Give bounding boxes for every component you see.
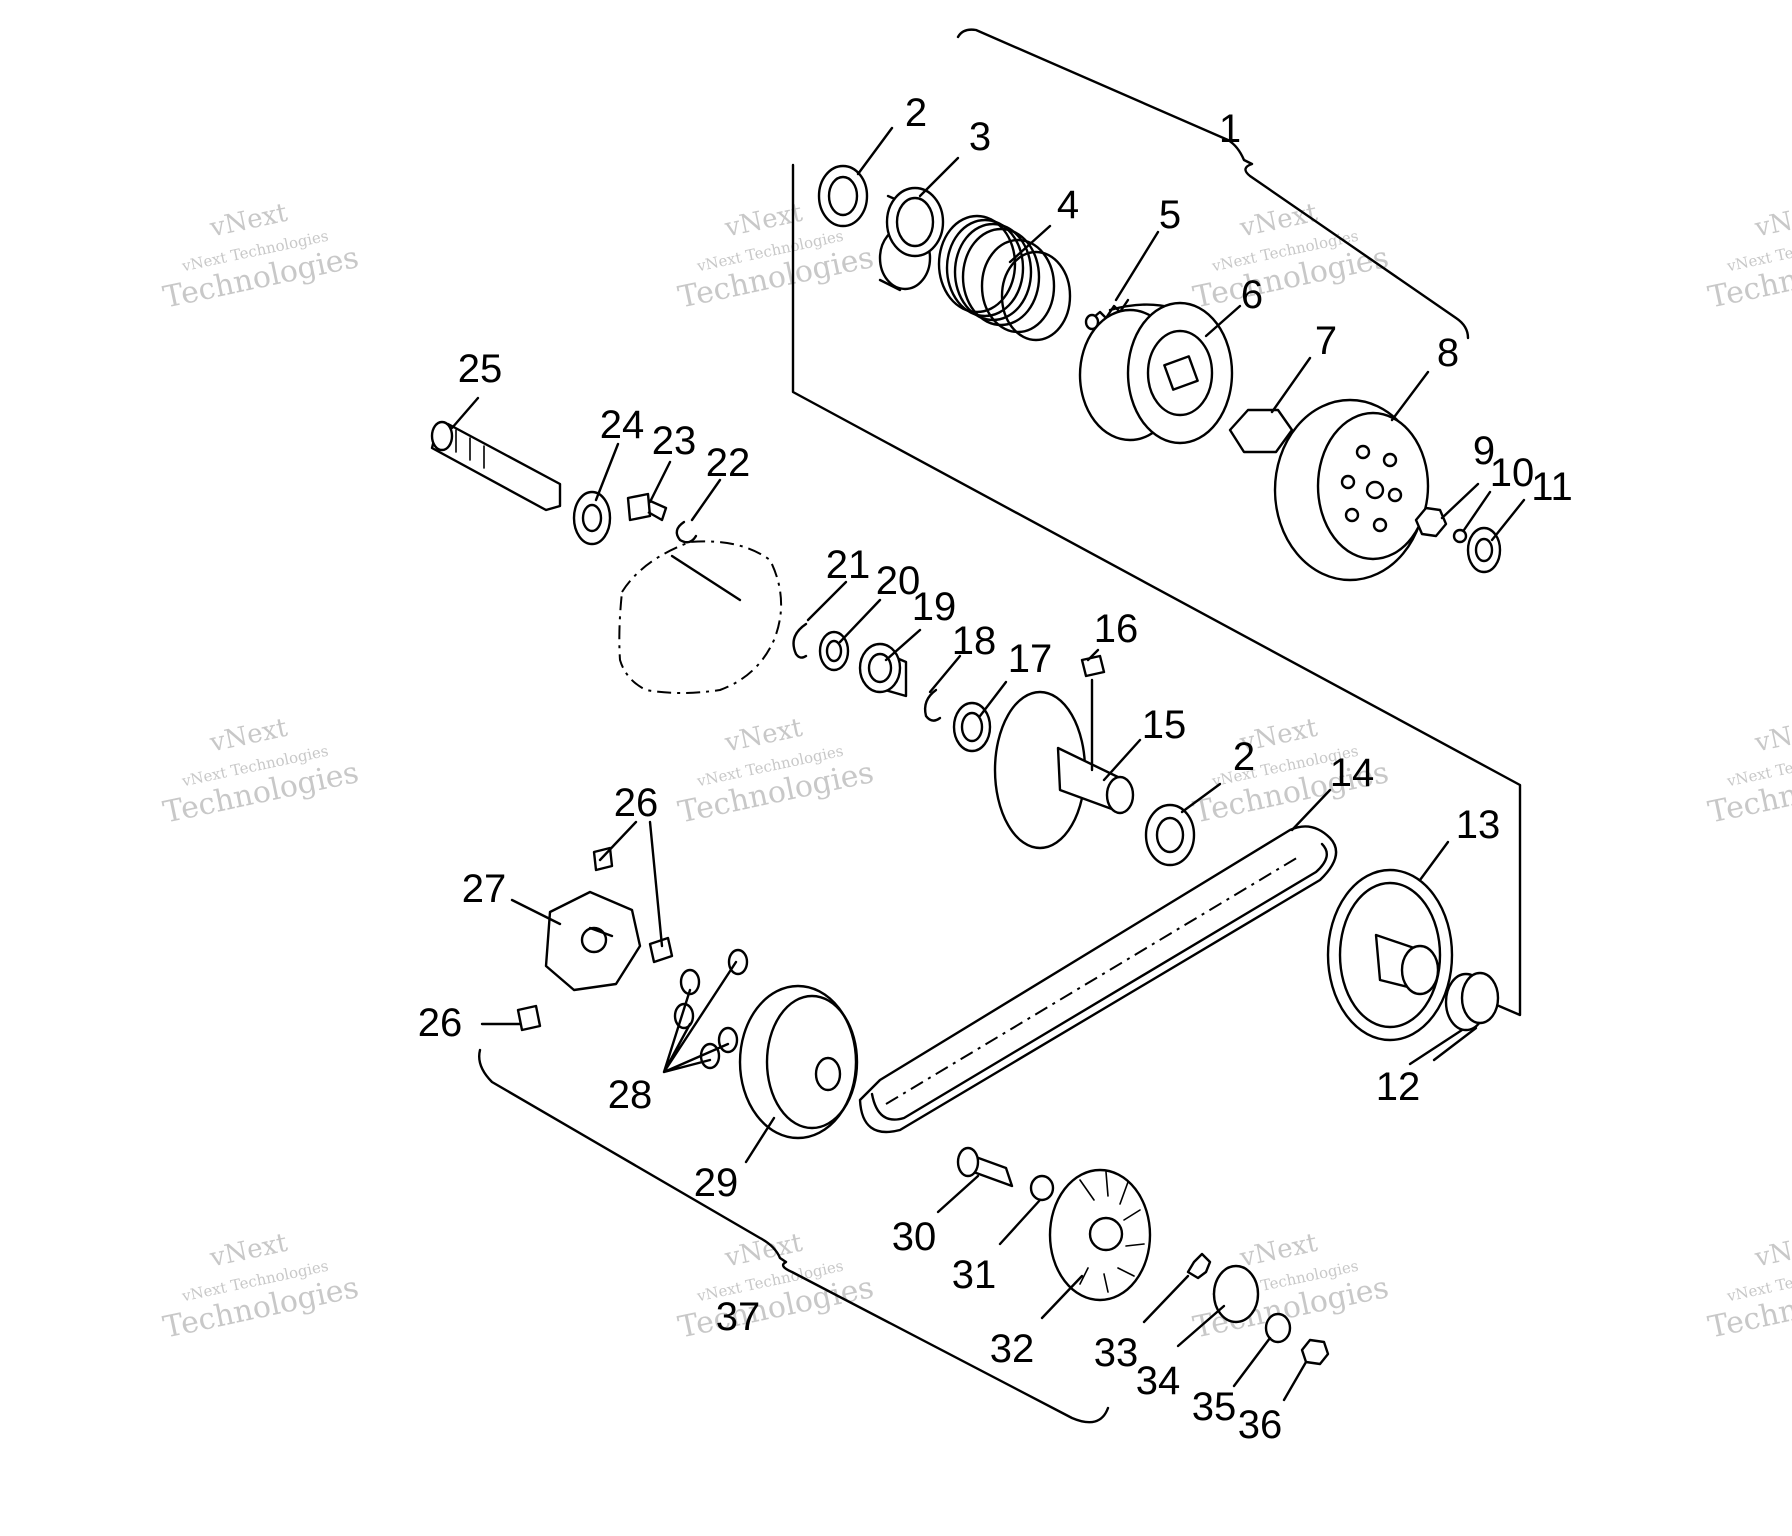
part-seal-2-top	[817, 164, 869, 228]
part-nut-7	[1228, 408, 1294, 454]
label-part-11: 11	[1531, 465, 1573, 509]
label-part-31: 31	[952, 1253, 997, 1297]
label-part-21: 21	[826, 543, 871, 587]
part-clip-22	[675, 520, 698, 544]
leader-12	[1408, 1026, 1478, 1066]
part-nut-36	[1300, 1338, 1330, 1366]
part-clutch-drum-8	[1273, 398, 1430, 582]
part-fan-32	[1048, 1168, 1152, 1302]
parts-layer	[430, 164, 1502, 1366]
label-part-2: 2	[905, 91, 927, 135]
label-part-27: 27	[462, 867, 507, 911]
label-part-5: 5	[1159, 193, 1181, 237]
part-collar-12	[1444, 971, 1500, 1032]
label-part-29: 29	[694, 1161, 739, 1205]
label-part-23: 23	[652, 419, 697, 463]
part-pulley-29	[738, 984, 859, 1140]
label-part-20: 20	[876, 559, 921, 603]
part-seal-2-middle	[1144, 803, 1196, 867]
part-nut-9	[1414, 506, 1448, 538]
part-cover-dashed	[618, 540, 783, 694]
part-washer-10	[1452, 528, 1468, 544]
label-part-3: 3	[969, 115, 991, 159]
label-part-17: 17	[1008, 637, 1053, 681]
label-part-35: 35	[1192, 1385, 1237, 1429]
part-pulley-15	[993, 678, 1135, 850]
label-part-9: 9	[1473, 429, 1495, 473]
part-labels: 1 2 3 4 5 6 7 8 9 10 11 12 13 14 15 16 1…	[418, 91, 1573, 1447]
outline-left	[791, 163, 1522, 1017]
group-outlines	[478, 28, 1522, 1424]
part-washer-31	[1029, 1174, 1055, 1202]
label-part-33: 33	[1094, 1331, 1139, 1375]
bracket-assembly-1	[956, 28, 1470, 340]
watermark-text: vNext	[1752, 198, 1792, 244]
label-part-34: 34	[1136, 1359, 1181, 1403]
label-part-26-top: 26	[614, 781, 659, 825]
part-spring-4	[937, 214, 1072, 342]
label-part-30: 30	[892, 1215, 937, 1259]
part-washer-35	[1264, 1312, 1292, 1344]
label-part-6: 6	[1241, 273, 1263, 317]
label-part-37: 37	[716, 1295, 761, 1339]
leader-lines	[450, 126, 1526, 1402]
watermark-text: vNext	[1752, 1228, 1792, 1274]
part-pulley-13	[1326, 868, 1454, 1042]
cover-guide-line	[670, 554, 742, 602]
part-bolt-23	[626, 492, 668, 522]
label-part-12: 12	[1376, 1065, 1421, 1109]
part-bearing-24	[572, 490, 612, 546]
label-part-4: 4	[1057, 183, 1079, 227]
bracket-assembly-37	[478, 1048, 1110, 1424]
part-sleeve-30	[956, 1146, 1014, 1188]
label-part-13: 13	[1456, 803, 1501, 847]
label-part-10: 10	[1490, 451, 1535, 495]
part-slider-26c	[516, 1004, 542, 1032]
part-shaft-25	[430, 420, 562, 512]
part-clip-18	[923, 688, 942, 722]
part-star-washer-33	[1186, 1252, 1212, 1280]
label-part-24: 24	[600, 403, 645, 447]
label-part-7: 7	[1315, 319, 1337, 363]
part-belt-14	[858, 825, 1338, 1134]
label-part-26-bottom: 26	[418, 1001, 463, 1045]
label-part-19: 19	[912, 585, 957, 629]
label-part-2-middle: 2	[1233, 735, 1255, 779]
label-part-1: 1	[1219, 107, 1241, 151]
watermark-text: vNext	[1752, 713, 1792, 759]
label-part-25: 25	[458, 347, 503, 391]
part-nipple-16	[1080, 654, 1106, 678]
label-part-16: 16	[1094, 607, 1139, 651]
label-part-18: 18	[952, 619, 997, 663]
label-part-28: 28	[608, 1073, 653, 1117]
part-bearing-19	[858, 642, 908, 698]
part-clutch-6	[1078, 301, 1234, 445]
label-part-22: 22	[706, 441, 751, 485]
label-part-15: 15	[1142, 703, 1187, 747]
label-part-8: 8	[1437, 331, 1459, 375]
part-clip-21	[792, 622, 808, 659]
part-gear-34	[1212, 1264, 1260, 1324]
part-ramp-plate-27	[544, 890, 642, 992]
label-part-14: 14	[1330, 751, 1375, 795]
label-part-32: 32	[990, 1327, 1035, 1371]
part-collar-3	[878, 186, 945, 292]
label-part-36: 36	[1238, 1403, 1283, 1447]
